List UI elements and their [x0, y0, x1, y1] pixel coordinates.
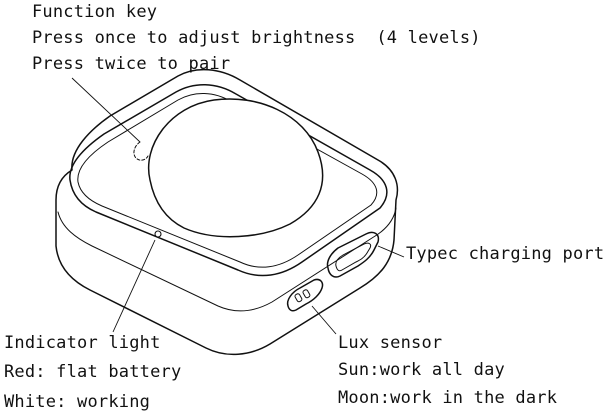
dome-lens: [147, 98, 324, 238]
charging-port-leader: [377, 245, 405, 258]
indicator-leader: [112, 239, 156, 333]
lux-sensor-leader: [311, 305, 337, 335]
function-key-title: Function key: [32, 2, 158, 22]
typec-port: [326, 231, 380, 278]
lux-sensor-line2: Moon:work in the dark: [338, 388, 558, 408]
indicator-title: Indicator light: [4, 333, 161, 353]
lux-sensor-line1: Sun:work all day: [338, 360, 505, 380]
function-key-line1: Press once to adjust brightness (4 level…: [32, 28, 481, 48]
indicator-line1: Red: flat battery: [4, 362, 182, 382]
indicator-light-dot: [154, 230, 162, 238]
function-key-marker: [133, 141, 149, 161]
function-key-line2: Press twice to pair: [32, 54, 231, 74]
lux-sensor-title: Lux sensor: [338, 333, 443, 353]
charging-port-title: Typec charging port: [406, 244, 605, 264]
device-side-edges: [57, 207, 397, 312]
indicator-line2: White: working: [4, 392, 151, 412]
device-top-face: [69, 84, 388, 277]
lux-sensor-switch: [286, 278, 324, 312]
function-key-leader: [71, 77, 141, 143]
